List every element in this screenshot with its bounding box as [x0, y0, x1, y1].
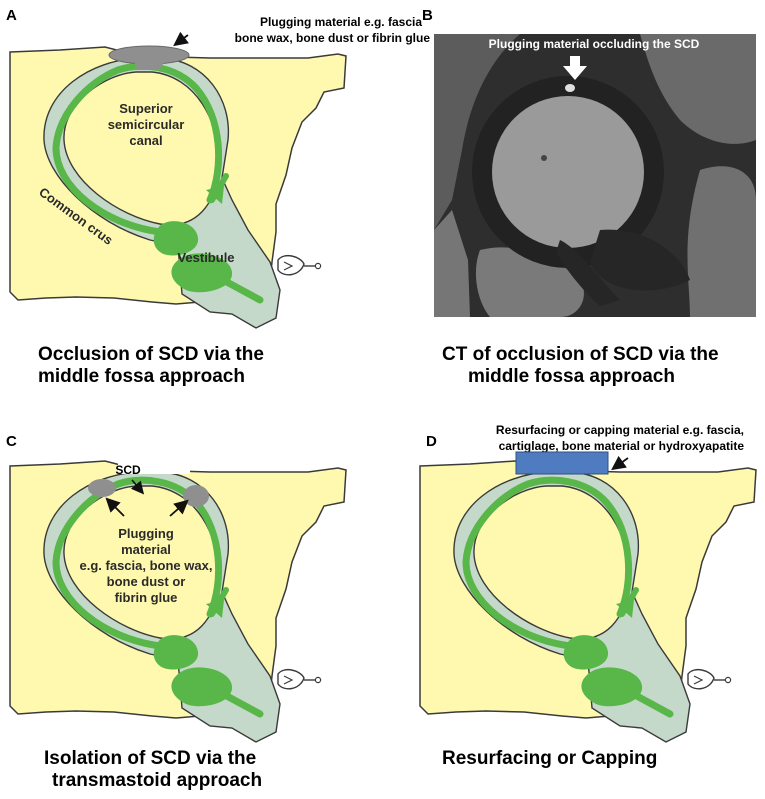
panel-c-anatomy-group: [10, 460, 346, 742]
panel-c: C SCD Plugging material e.g. fascia, bon…: [6, 433, 346, 791]
panel-a-plug-note-line2: bone wax, bone dust or fibrin glue: [235, 31, 431, 45]
panel-b-letter: B: [422, 7, 433, 24]
ct-arrow-icon: [563, 56, 587, 80]
panel-c-plug-arrow-left: [105, 497, 125, 517]
panel-b-caption-line2: middle fossa approach: [468, 366, 675, 387]
panel-a-caption-line2: middle fossa approach: [38, 366, 245, 387]
panel-c-plug-line3: e.g. fascia, bone wax,: [80, 558, 213, 573]
ct-region-left: [434, 34, 520, 230]
ct-vestibule-dark: [590, 229, 690, 291]
panel-c-plug-line2: material: [121, 542, 171, 557]
panel-d-cap-block: [515, 451, 609, 475]
panel-d-note-line1: Resurfacing or capping material e.g. fas…: [496, 423, 744, 437]
panel-b-note: Plugging material occluding the SCD: [489, 37, 700, 51]
panel-b: B Plugging material occluding the SCD CT…: [422, 7, 756, 387]
panel-c-scd-arrow: [130, 479, 145, 495]
panel-d-note-line2: cartiglage, bone material or hydroxyapat…: [499, 439, 745, 453]
panel-d-caption: Resurfacing or Capping: [442, 748, 657, 769]
panel-d: D Resurfacing or capping material e.g. f…: [420, 423, 756, 769]
panel-a-anatomy: [10, 47, 346, 328]
panel-c-anatomy: [10, 461, 346, 742]
panel-a-plug-stem: [132, 58, 166, 70]
panel-c-plug-left: [88, 479, 116, 497]
panel-c-plug-arrow-right: [169, 499, 189, 517]
panel-d-anatomy-group: [420, 461, 756, 742]
panel-a: A Plugging material e.g. fascia bone wax…: [6, 7, 430, 387]
panel-c-plug-line5: fibrin glue: [115, 590, 178, 605]
panel-c-scd-gap: [118, 460, 190, 474]
panel-a-label-canal-1: Superior: [119, 101, 172, 116]
panel-d-note-arrow: [611, 455, 629, 471]
ct-duct-dark: [556, 240, 620, 306]
ct-canal-core: [492, 96, 644, 248]
panel-c-letter: C: [6, 433, 17, 450]
ct-region-bottom-left: [434, 210, 470, 317]
panel-c-caption-line1: Isolation of SCD via the: [44, 748, 256, 769]
ct-region-top-right: [640, 34, 756, 144]
panel-c-scd-label: SCD: [115, 463, 141, 477]
panel-a-label-canal-3: canal: [129, 133, 162, 148]
ct-region-right: [687, 166, 756, 317]
panel-a-note-arrow: [173, 31, 189, 47]
panel-a-letter: A: [6, 7, 17, 24]
panel-d-anatomy: [420, 461, 756, 742]
panel-a-plug-note-line1: Plugging material e.g. fascia: [260, 15, 422, 29]
panel-c-caption-line2: transmastoid approach: [52, 770, 262, 791]
panel-a-caption-line1: Occlusion of SCD via the: [38, 344, 264, 365]
panel-d-letter: D: [426, 433, 437, 450]
panel-c-plug-line1: Plugging: [118, 526, 174, 541]
ct-plug-bright-spot: [565, 84, 575, 92]
panel-a-label-vestibule: Vestibule: [177, 250, 234, 265]
panel-c-plug-right: [183, 485, 209, 507]
panel-a-label-canal-2: semicircular: [108, 117, 185, 132]
panel-b-caption-line1: CT of occlusion of SCD via the: [442, 344, 719, 365]
panel-c-plug-line4: bone dust or: [107, 574, 186, 589]
ct-small-dot: [541, 155, 547, 161]
